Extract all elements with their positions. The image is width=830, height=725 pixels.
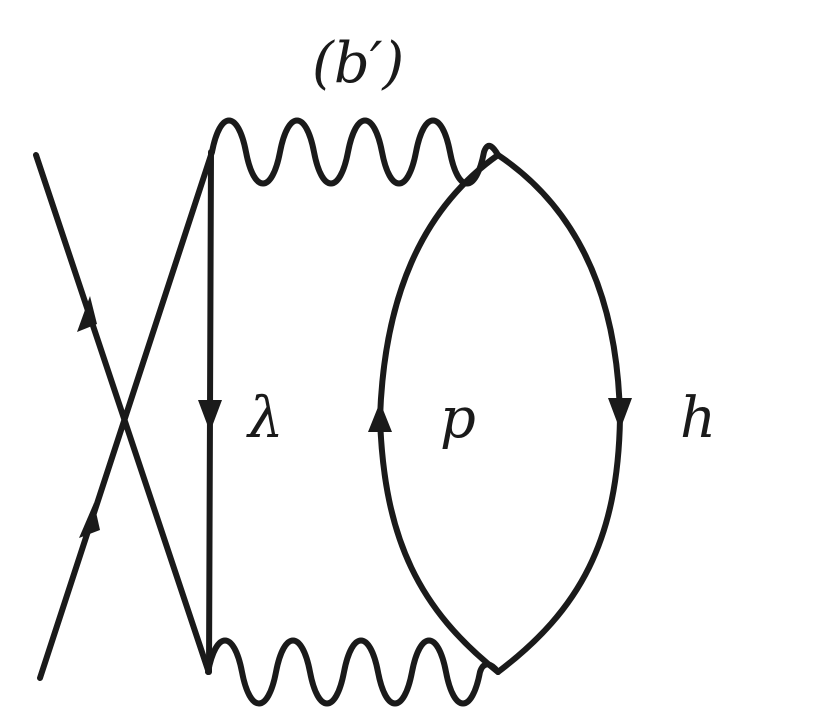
particle-label: p — [440, 386, 476, 451]
hole-line — [495, 152, 623, 675]
external-line-descending — [33, 152, 211, 673]
external-line-ascending — [37, 149, 215, 681]
arrow-up-icon-upper — [77, 296, 97, 332]
diagram-title: (b′) — [312, 31, 404, 96]
bottom-wavy-line — [205, 637, 501, 707]
arrow-up-icon-particle — [368, 402, 392, 432]
arrow-down-icon-hole — [608, 398, 632, 430]
lambda-label: λ — [246, 386, 284, 451]
arrow-down-icon-lambda — [198, 400, 222, 432]
arrow-up-icon-lower — [79, 503, 100, 538]
particle-line — [377, 152, 501, 675]
hole-label: h — [680, 386, 716, 451]
top-wavy-line — [209, 117, 501, 187]
